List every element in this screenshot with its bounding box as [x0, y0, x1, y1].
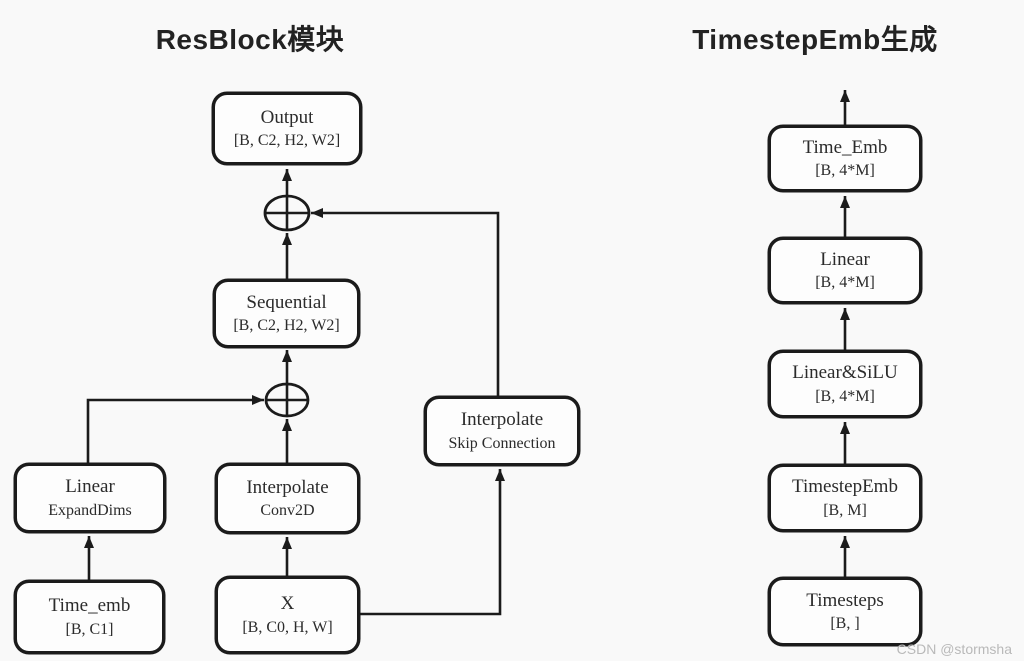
node-shape: Skip Connection: [448, 434, 556, 452]
node-shape: [B, 4*M]: [815, 162, 875, 180]
node-sequential: Sequential [B, C2, H2, W2]: [213, 279, 360, 348]
node-label: Time_Emb: [802, 136, 888, 158]
node-label: Linear: [820, 248, 870, 270]
circle-plus-icon: [264, 382, 310, 418]
node-interpolate-conv2d: Interpolate Conv2D: [215, 463, 360, 534]
node-shape: [B, C0, H, W]: [242, 618, 333, 636]
node-shape: [B, 4*M]: [815, 274, 875, 292]
node-timesteps: Timesteps [B, ]: [768, 577, 922, 646]
node-label: Interpolate: [460, 409, 544, 431]
node-x-input: X [B, C0, H, W]: [215, 576, 360, 654]
node-label: Timesteps: [806, 589, 884, 611]
node-skip-connection: Interpolate Skip Connection: [424, 396, 580, 466]
node-label: Linear: [65, 476, 115, 498]
timestepemb-diagram-title: TimestepEmb生成: [692, 24, 938, 55]
csdn-watermark: CSDN @stormsha: [896, 641, 1012, 657]
node-linear-expanddims: Linear ExpandDims: [14, 463, 166, 533]
node-linear-silu: Linear&SiLU [B, 4*M]: [768, 350, 922, 418]
node-shape: ExpandDims: [48, 501, 132, 519]
node-shape: [B, C2, H2, W2]: [233, 317, 340, 335]
arrow-x-to-skip: [360, 469, 505, 616]
node-shape: [B, C2, H2, W2]: [233, 132, 341, 150]
arrow-linear-to-add2: [86, 395, 264, 463]
node-label: Output: [260, 106, 314, 128]
node-timestepemb: TimestepEmb [B, M]: [768, 464, 922, 532]
node-label: Time_emb: [48, 595, 131, 617]
node-shape: Conv2D: [260, 502, 315, 520]
node-shape: [B, C1]: [65, 620, 114, 638]
node-label: Linear&SiLU: [792, 362, 898, 384]
node-label: Sequential: [246, 291, 327, 313]
node-label: X: [280, 593, 295, 615]
node-shape: [B, 4*M]: [815, 387, 875, 405]
node-time-emb-output: Time_Emb [B, 4*M]: [768, 125, 922, 192]
node-shape: [B, M]: [823, 501, 867, 519]
node-label: TimestepEmb: [792, 476, 898, 498]
node-time-emb-input: Time_emb [B, C1]: [14, 580, 165, 654]
circle-plus-icon: [263, 194, 311, 232]
node-linear: Linear [B, 4*M]: [768, 237, 922, 304]
node-label: Interpolate: [246, 476, 329, 498]
resblock-diagram-title: ResBlock模块: [155, 24, 345, 55]
node-shape: [B, ]: [830, 615, 860, 633]
node-output: Output [B, C2, H2, W2]: [212, 92, 362, 165]
